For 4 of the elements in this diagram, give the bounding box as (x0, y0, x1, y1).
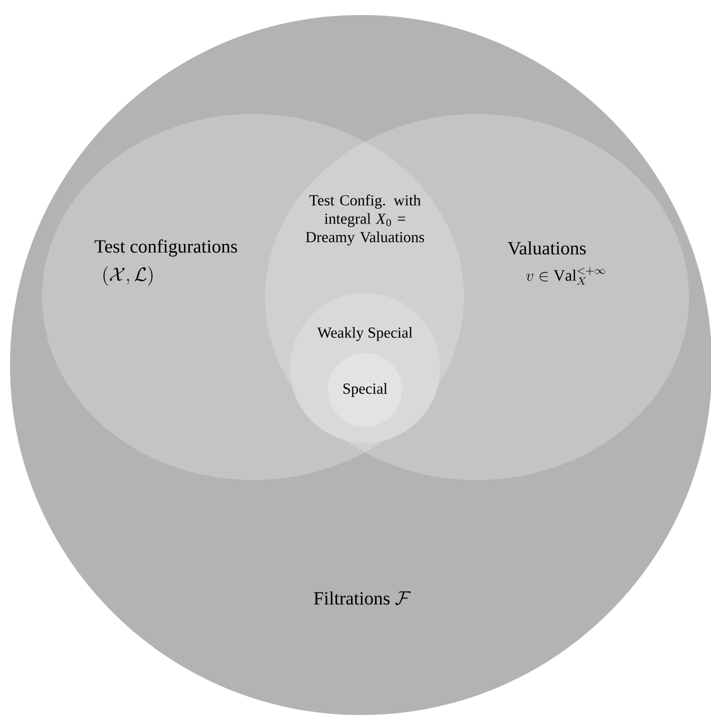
node-label: $v\in \mathrm{Val}_X^{<+\infty}$ (526, 267, 605, 285)
circle-region: Special (328, 353, 402, 427)
lens-region: Test Config. with integral X$_{0}$ = Dreamy Valuations (306, 194, 424, 246)
node-label: Valuations (508, 241, 586, 255)
